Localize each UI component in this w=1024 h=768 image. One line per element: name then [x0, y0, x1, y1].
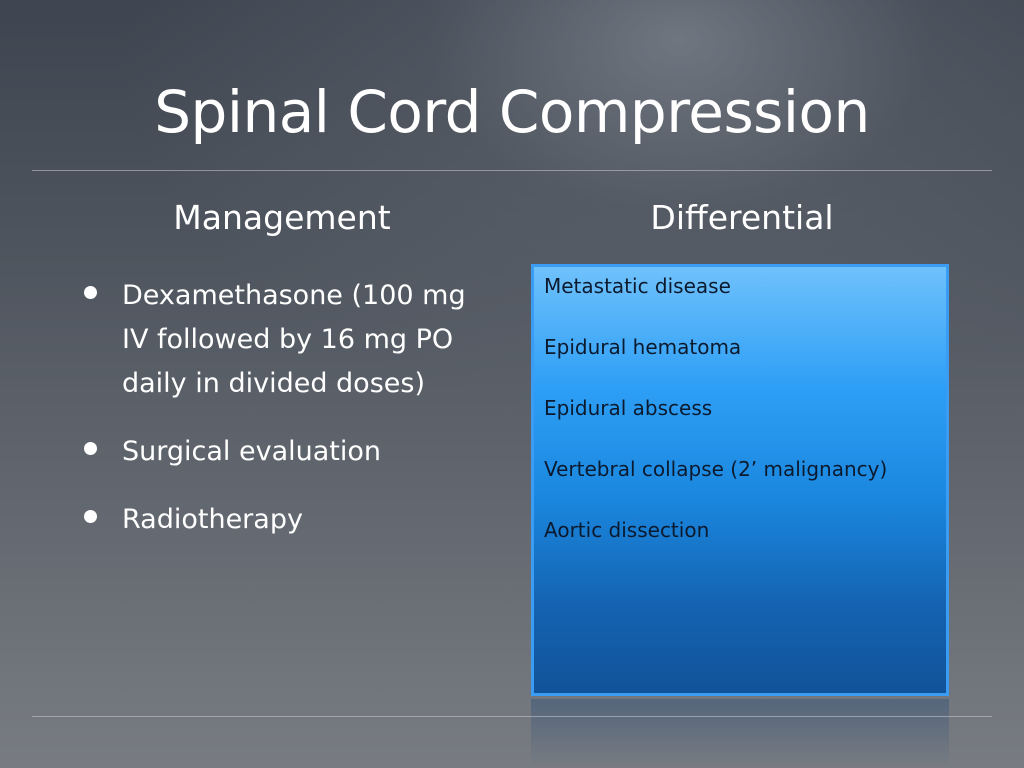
management-item-text: Radiotherapy [122, 504, 303, 535]
management-item-text: Surgical evaluation [122, 436, 382, 467]
management-item: Surgical evaluation [80, 430, 500, 474]
management-item-text: Dexamethasone (100 mg IV followed by 16 … [122, 280, 466, 399]
differential-list: Metastatic disease Epidural hematoma Epi… [544, 272, 944, 577]
bullet-dot-icon [84, 442, 97, 455]
title-divider [32, 170, 992, 171]
differential-box [531, 264, 949, 696]
differential-item: Vertebral collapse (2’ malignancy) [544, 457, 888, 481]
slide-title: Spinal Cord Compression [154, 78, 870, 146]
differential-box-reflection [531, 699, 949, 768]
management-item: Dexamethasone (100 mg IV followed by 16 … [80, 274, 500, 406]
management-item: Radiotherapy [80, 498, 500, 542]
management-heading: Management [173, 198, 391, 237]
differential-heading: Differential [650, 198, 834, 237]
differential-item: Aortic dissection [544, 518, 710, 542]
differential-item: Epidural hematoma [544, 335, 742, 359]
footer-divider [32, 716, 992, 717]
bullet-dot-icon [84, 286, 97, 299]
management-list: Dexamethasone (100 mg IV followed by 16 … [80, 274, 500, 566]
differential-item: Epidural abscess [544, 396, 713, 420]
bullet-dot-icon [84, 510, 97, 523]
differential-item: Metastatic disease [544, 274, 731, 298]
